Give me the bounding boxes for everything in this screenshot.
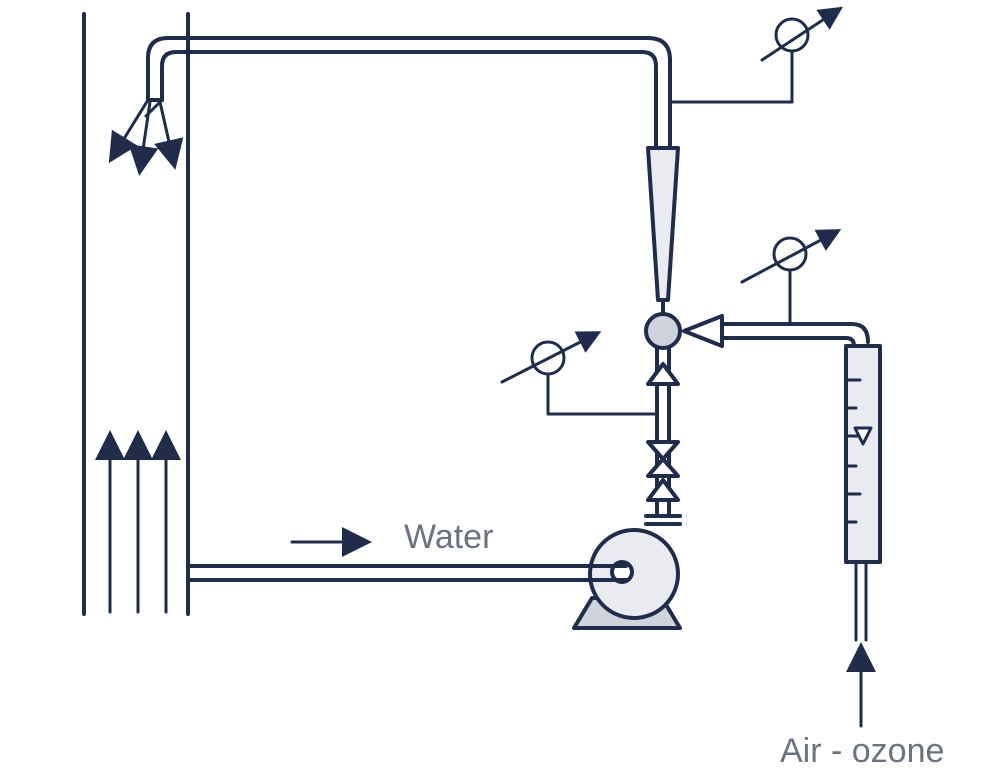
- return-pipe: [146, 36, 672, 148]
- gas-line: [720, 322, 870, 348]
- suction-pipe: [186, 564, 628, 582]
- inlet-arrow-air: [682, 314, 724, 348]
- tank-wall: [82, 12, 190, 616]
- gate-valve: [646, 440, 680, 478]
- air-ozone-inlet: [846, 560, 876, 728]
- air-ozone-label: Air - ozone: [780, 732, 945, 770]
- rotameter: [844, 344, 882, 564]
- spray-nozzles: [108, 98, 184, 176]
- venturi-injector: [646, 146, 680, 316]
- water-label: Water: [404, 518, 494, 556]
- pressure-gauge-top: [668, 6, 844, 104]
- pressure-gauge-gas: [740, 229, 842, 326]
- upflow-arrows: [95, 430, 181, 614]
- rotameter-float: [853, 426, 873, 446]
- check-valves: [646, 362, 680, 502]
- pressure-gauge-discharge: [500, 331, 659, 416]
- centrifugal-pump: [572, 528, 682, 630]
- pump-flange: [644, 514, 682, 526]
- mixing-chamber: [644, 312, 682, 350]
